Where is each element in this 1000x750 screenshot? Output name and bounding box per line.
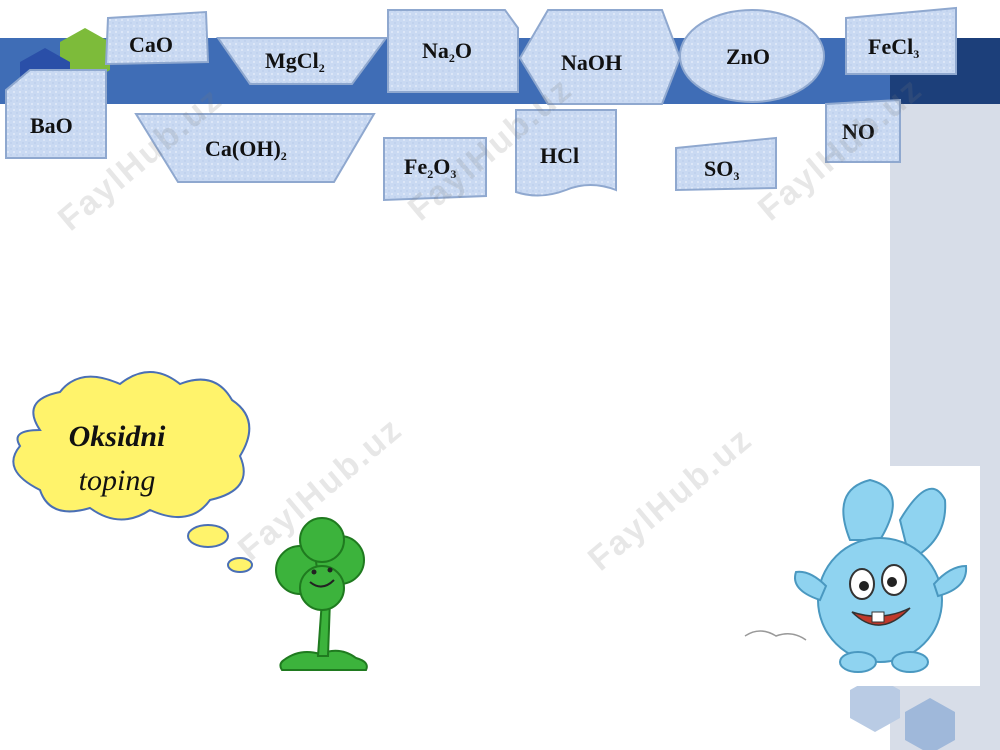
compound-label-fe2o3[interactable]: Fe2O3	[404, 154, 457, 181]
card-fecl3	[845, 6, 957, 75]
card-fe2o3	[383, 137, 487, 202]
card-mgcl2	[216, 37, 388, 85]
compound-label-zno[interactable]: ZnO	[726, 44, 771, 69]
card-no	[825, 98, 901, 163]
card-na2o	[387, 9, 519, 93]
compound-label-hcl[interactable]: HCl	[540, 143, 580, 168]
compound-label-no[interactable]: NO	[842, 119, 875, 144]
prompt-line-1: Oksidni	[68, 420, 166, 453]
card-zno	[679, 9, 825, 103]
card-cao	[104, 10, 210, 66]
compound-label-na2o[interactable]: Na2O	[422, 38, 473, 65]
compound-label-naoh[interactable]: NaOH	[561, 50, 623, 75]
card-bao	[5, 69, 107, 159]
compound-label-so3[interactable]: SO3	[704, 156, 740, 183]
compound-label-mgcl2[interactable]: MgCl2	[265, 48, 325, 75]
card-so3	[675, 136, 777, 192]
compound-label-caoh2[interactable]: Ca(OH)2	[205, 136, 287, 163]
card-naoh	[518, 9, 682, 105]
card-hcl	[515, 109, 617, 197]
compound-label-bao[interactable]: BaO	[30, 113, 73, 138]
prompt-line-2: toping	[78, 464, 156, 497]
card-caoh2	[134, 113, 376, 183]
compound-label-cao[interactable]: CaO	[129, 32, 173, 57]
compound-label-fecl3[interactable]: FeCl3	[868, 34, 920, 61]
